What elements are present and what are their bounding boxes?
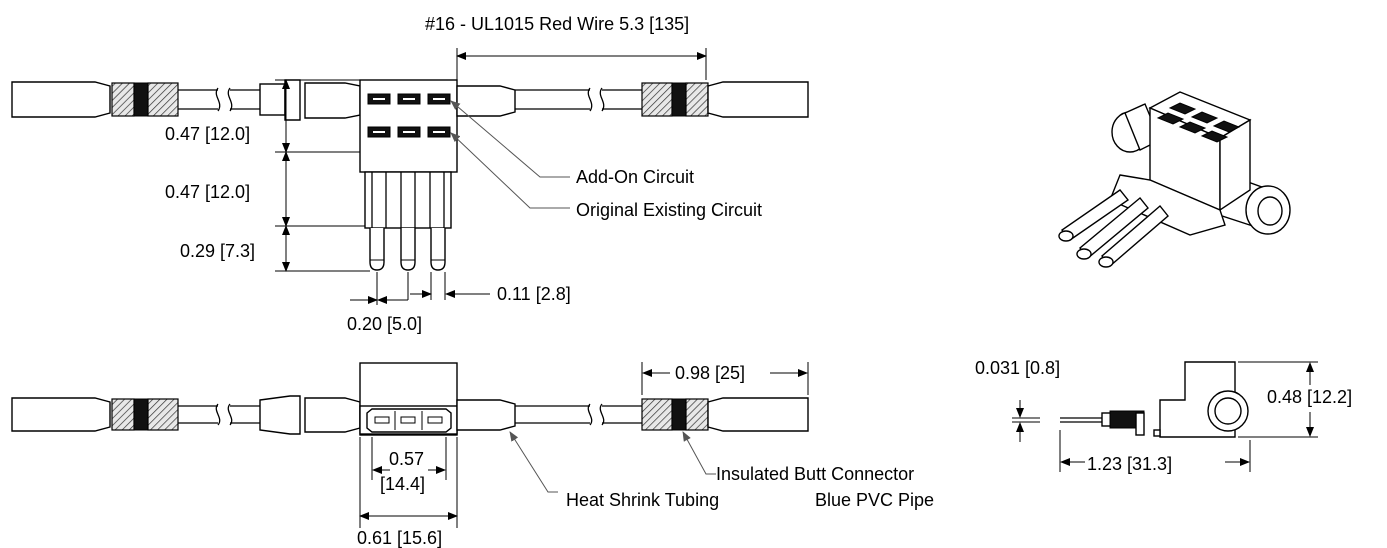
dim-123: 1.23 [31.3] xyxy=(1087,454,1172,474)
isometric-view xyxy=(1058,91,1291,268)
end-view: 0.031 [0.8] 0.48 [12.2] 1.23 [31.3] xyxy=(975,358,1352,474)
dim-057-line2: [14.4] xyxy=(380,474,425,494)
add-on-circuit-label: Add-On Circuit xyxy=(576,167,694,187)
dim-057-line1: 0.57 xyxy=(389,449,424,469)
original-circuit-label: Original Existing Circuit xyxy=(576,200,762,220)
dim-029: 0.29 [7.3] xyxy=(180,241,255,261)
top-connector-block xyxy=(359,79,458,271)
top-left-harness xyxy=(11,79,361,121)
dim-098: 0.98 [25] xyxy=(675,363,745,383)
dim-020: 0.20 [5.0] xyxy=(347,314,422,334)
top-right-harness xyxy=(456,81,809,118)
butt-connector-label-1: Insulated Butt Connector xyxy=(716,464,914,484)
dim-011: 0.11 [2.8] xyxy=(497,284,571,304)
heat-shrink-label: Heat Shrink Tubing xyxy=(566,490,719,510)
side-connector-block xyxy=(359,362,458,436)
top-view: #16 - UL1015 Red Wire 5.3 [135] 0.47 [12… xyxy=(11,14,809,334)
side-left-harness xyxy=(11,395,361,435)
dim-047-mid: 0.47 [12.0] xyxy=(165,182,250,202)
dim-048: 0.48 [12.2] xyxy=(1267,387,1352,407)
butt-connector-label-2: Blue PVC Pipe xyxy=(815,490,934,510)
dim-047-top: 0.47 [12.0] xyxy=(165,124,250,144)
dim-0031: 0.031 [0.8] xyxy=(975,358,1060,378)
side-right-harness xyxy=(456,397,809,432)
dim-061: 0.61 [15.6] xyxy=(357,528,442,548)
wire-spec-label: #16 - UL1015 Red Wire 5.3 [135] xyxy=(425,14,689,34)
side-view: 0.98 [25] 0.57 [14.4] 0.61 [15.6] Heat S… xyxy=(11,362,934,548)
